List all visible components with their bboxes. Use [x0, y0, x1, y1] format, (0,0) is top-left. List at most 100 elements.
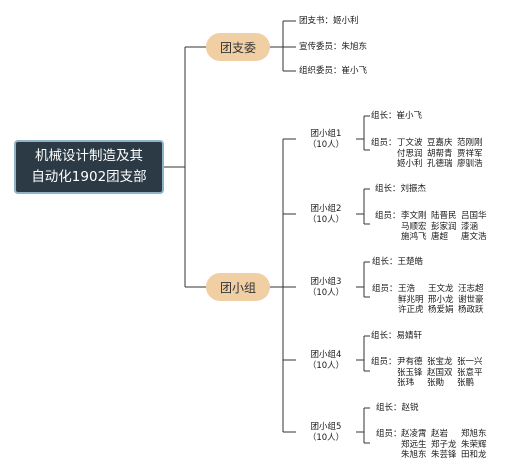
member-name: 朱旭东 — [401, 450, 427, 460]
member-row: 姬小利孔德瑞廖驯浩 — [397, 159, 487, 170]
member-row: 鲜兆明邢小龙谢世豪 — [398, 295, 488, 306]
member-name: 尹有德 — [397, 357, 423, 367]
group-name: 团小组3 — [310, 277, 342, 287]
member-row: 朱旭东朱芸锋田和龙 — [401, 450, 491, 461]
member-name: 赵国双 — [427, 367, 453, 378]
committee-node: 团支委 — [206, 33, 270, 61]
member-name: 施鸿飞 — [401, 232, 427, 242]
group-leader: 组长：王楚皓 — [372, 257, 423, 268]
member-name: 李文刚 — [401, 211, 427, 221]
member-name: 赵岩 — [431, 429, 449, 439]
root-title-line2: 自动化1902团支部 — [31, 169, 147, 185]
group-node: 团小组5 （10人） — [296, 422, 356, 444]
member-row: 王浩王文龙汪志超 — [398, 284, 488, 295]
group-members: 尹有德张宝龙张一兴 张玉锋赵国双张意平 张玮 张勛 张鹏 — [397, 357, 487, 389]
leader-label: 组长： — [376, 403, 402, 413]
member-name: 谢世豪 — [458, 294, 484, 305]
member-name: 唐文浩 — [461, 232, 487, 242]
member-name: 付思润 — [397, 148, 423, 159]
leader-label: 组长： — [375, 184, 401, 194]
member-name: 廖驯浩 — [457, 159, 483, 169]
members-label: 组员： — [371, 357, 397, 367]
group-name: 团小组1 — [310, 129, 342, 139]
member-row: 张玉锋赵国双张意平 — [397, 368, 487, 379]
member-name: 陆晋民 — [431, 211, 457, 221]
member-name: 田和龙 — [461, 450, 487, 460]
group-count: （10人） — [307, 433, 345, 443]
member-name: 赵凌霄 — [401, 429, 427, 439]
member-row: 付思润胡帮青贾祥军 — [397, 149, 487, 160]
member-name: 胡帮青 — [427, 148, 453, 159]
member-name: 吕国华 — [461, 211, 487, 221]
group-count: （10人） — [307, 215, 345, 225]
member-name: 郑旭东 — [461, 429, 487, 439]
leader-label: 组长： — [371, 331, 397, 341]
member-name: 漆涵 — [461, 221, 479, 232]
member-name: 姬小利 — [397, 159, 423, 169]
member-name: 范刚刚 — [457, 138, 483, 148]
member-row: 马顺宏彭家润漆涵 — [401, 222, 491, 233]
group-name: 团小组5 — [310, 422, 342, 432]
member-name: 杨爱娟 — [428, 305, 454, 315]
member-row: 施鸿飞唐超 唐文浩 — [401, 232, 491, 243]
member-name: 朱芸锋 — [431, 450, 457, 460]
member-row: 丁文波豆嘉庆范刚刚 — [397, 138, 487, 149]
member-name: 许正虎 — [398, 305, 424, 315]
member-name: 张鹏 — [457, 378, 475, 388]
member-name: 豆嘉庆 — [427, 138, 453, 148]
member-name: 张意平 — [457, 367, 483, 378]
member-name: 王文龙 — [428, 284, 454, 294]
group-members: 丁文波豆嘉庆范刚刚 付思润胡帮青贾祥军 姬小利孔德瑞廖驯浩 — [397, 138, 487, 170]
member-row: 许正虎杨爱娟杨政跃 — [398, 305, 488, 316]
member-name: 彭家润 — [431, 221, 457, 232]
leader-label: 组长： — [371, 111, 397, 121]
member-row: 赵凌霄赵岩 郑旭东 — [401, 429, 491, 440]
committee-member: 组织委员：崔小飞 — [299, 66, 368, 76]
members-label: 组员： — [376, 429, 402, 439]
leader-name: 刘振杰 — [400, 184, 427, 194]
member-name: 朱荣辉 — [461, 439, 487, 450]
member-name: 张宝龙 — [427, 357, 453, 367]
member-name: 丁文波 — [397, 138, 423, 148]
group-node: 团小组4 （10人） — [296, 350, 356, 372]
member-row: 尹有德张宝龙张一兴 — [397, 357, 487, 368]
member-name: 杨政跃 — [458, 305, 484, 315]
group-node: 团小组1 （10人） — [296, 129, 356, 151]
group-name: 团小组2 — [310, 204, 342, 214]
leader-label: 组长： — [372, 257, 398, 267]
groups-node: 团小组 — [206, 273, 270, 301]
leader-name: 王楚皓 — [397, 257, 424, 267]
group-node: 团小组3 （10人） — [296, 277, 356, 299]
leader-name: 崔小飞 — [396, 111, 423, 121]
root-title-line1: 机械设计制造及其 — [34, 148, 143, 164]
group-count: （10人） — [307, 140, 345, 150]
members-label: 组员： — [371, 138, 397, 148]
group-leader: 组长：崔小飞 — [371, 111, 422, 122]
members-label: 组员： — [375, 211, 401, 221]
member-name: 张一兴 — [457, 357, 483, 367]
group-members: 李文刚陆晋民吕国华 马顺宏彭家润漆涵 施鸿飞唐超 唐文浩 — [401, 211, 491, 243]
member-name: 张勛 — [427, 378, 445, 388]
root-node: 机械设计制造及其 自动化1902团支部 — [14, 140, 164, 194]
member-name: 贾祥军 — [457, 148, 483, 159]
group-leader: 组长：赵锐 — [376, 403, 419, 414]
member-name: 张玮 — [397, 378, 415, 388]
leader-name: 易婧轩 — [396, 331, 423, 341]
members-label: 组员： — [372, 284, 398, 294]
group-leader: 组长：刘振杰 — [375, 184, 426, 195]
member-name: 马顺宏 — [401, 221, 427, 232]
leader-name: 赵锐 — [401, 403, 419, 413]
member-row: 张玮 张勛 张鹏 — [397, 378, 487, 389]
group-count: （10人） — [307, 288, 345, 298]
group-node: 团小组2 （10人） — [296, 204, 356, 226]
member-name: 鲜兆明 — [398, 294, 424, 305]
member-name: 郑远生 — [401, 439, 427, 450]
group-members: 王浩王文龙汪志超 鲜兆明邢小龙谢世豪 许正虎杨爱娟杨政跃 — [398, 284, 488, 316]
group-count: （10人） — [307, 361, 345, 371]
committee-member: 团支书：姬小利 — [299, 16, 359, 26]
member-name: 孔德瑞 — [427, 159, 453, 169]
member-name: 唐超 — [431, 232, 449, 242]
member-name: 郑子龙 — [431, 439, 457, 450]
group-members: 赵凌霄赵岩 郑旭东 郑远生郑子龙朱荣辉 朱旭东朱芸锋田和龙 — [401, 429, 491, 461]
